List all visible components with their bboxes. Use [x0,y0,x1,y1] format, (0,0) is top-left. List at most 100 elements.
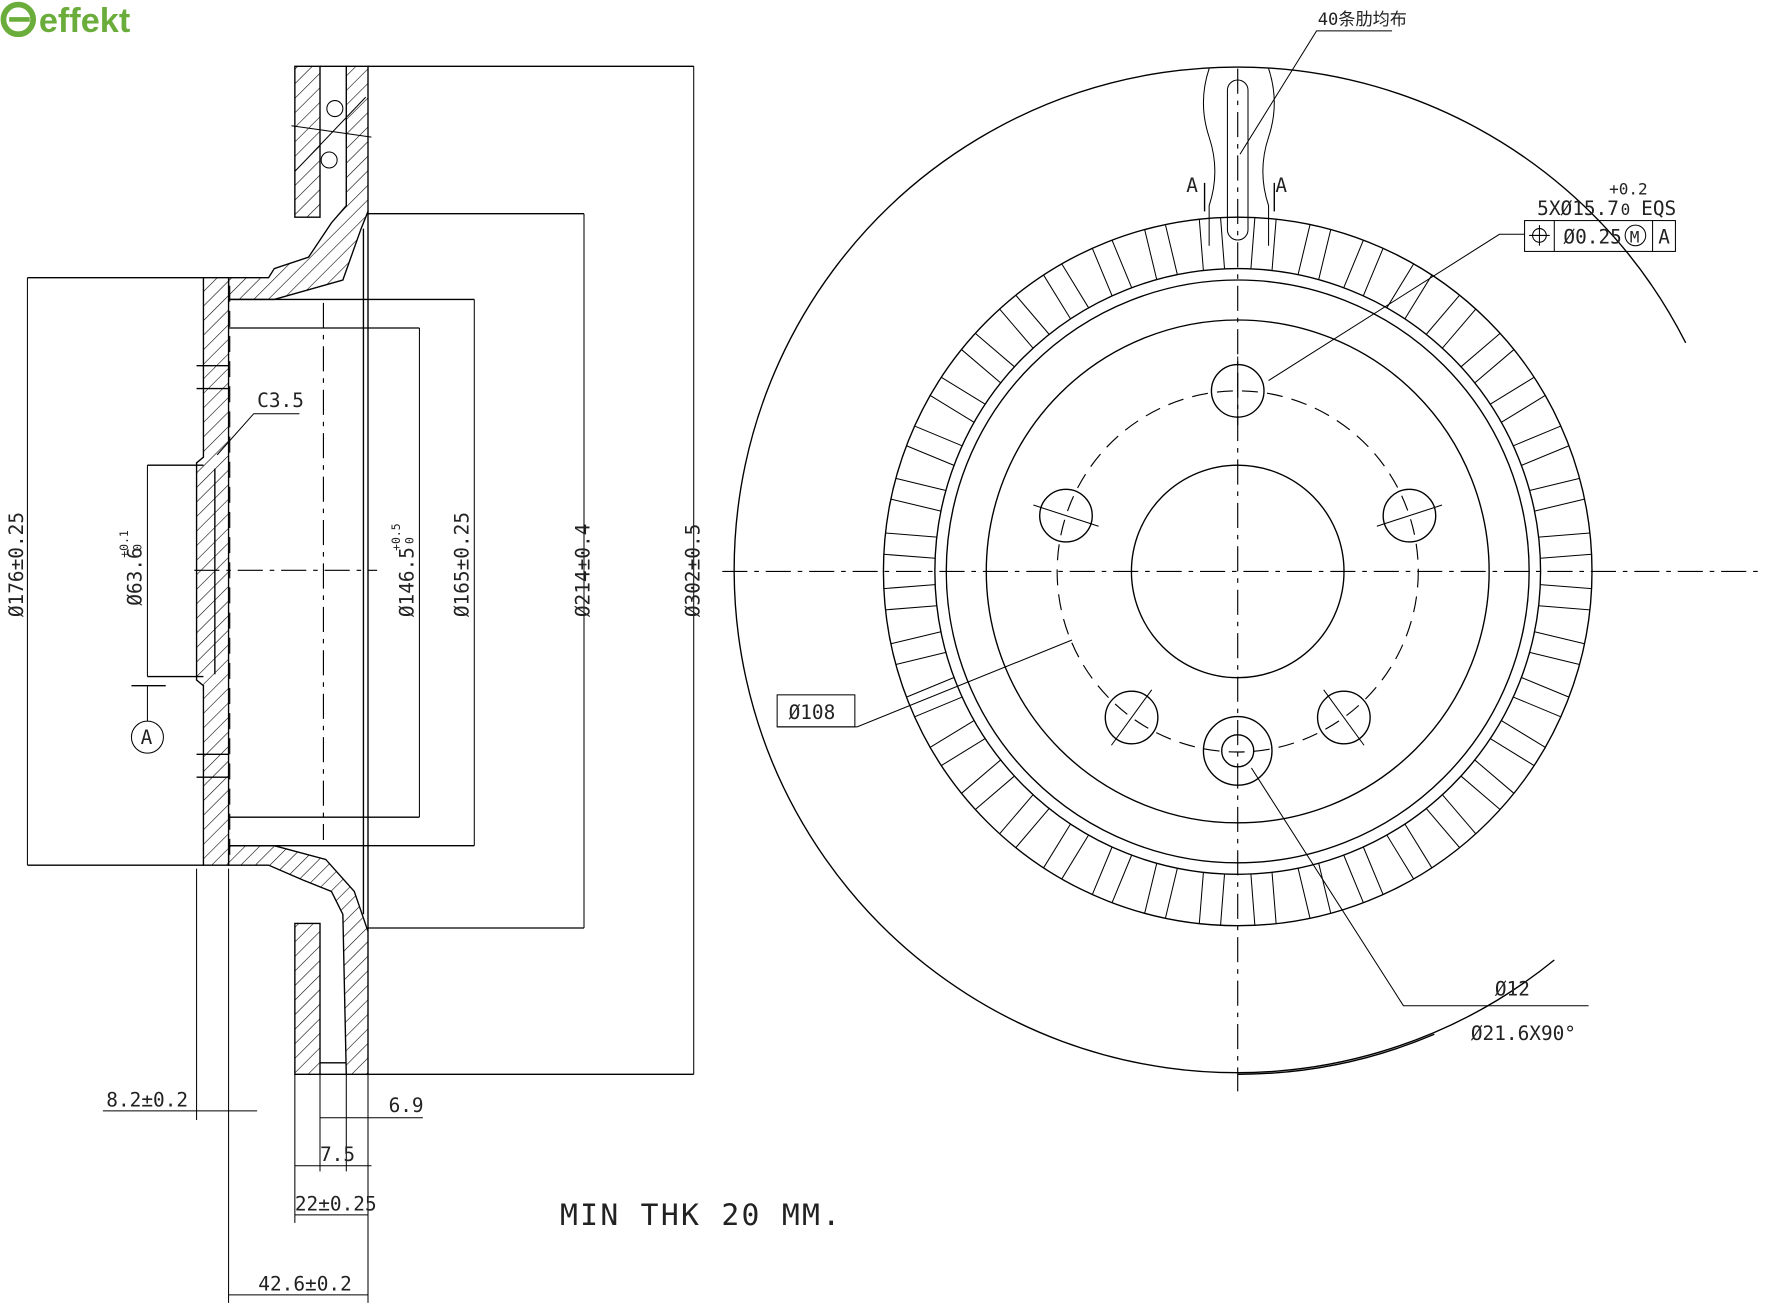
dim-d165: Ø165±0.25 [451,512,474,617]
rib-edge [1540,584,1592,590]
rib-edge [961,349,1002,384]
rib-note: 40条肋均布 [1318,10,1407,30]
dim-d63-tol-lower: 0 [131,544,145,551]
position-tolerance: Ø0.25 [1563,225,1621,248]
pin-hole-label: Ø12 [1495,977,1530,1000]
front-view: A A 40条肋均布 5XØ15.7 +0.2 0 EQS Ø0.25 M A [722,10,1758,1092]
rib-edge [1538,605,1590,611]
rib-edge [1460,332,1501,368]
mmc-label: M [1630,227,1640,246]
bolt-hole [1316,690,1371,745]
logo-text: effekt [39,2,130,40]
bolt-hole [1039,488,1093,543]
rib-edge [999,794,1034,835]
rib-edge [1513,696,1562,718]
feature-control-frame: Ø0.25 M A [1524,220,1676,252]
dim-total-height: 42.6±0.2 [258,1272,351,1295]
hole-tol-upper: +0.2 [1609,179,1648,198]
hub-wall [195,277,230,866]
bolt-hole [1382,488,1437,543]
rib-edge [1404,274,1433,320]
rib-edge [914,425,963,447]
rib-edge [1534,498,1585,512]
rib-edge [883,584,936,590]
rib-edge [1489,738,1535,766]
rib-edge [999,308,1034,349]
rib-edge [1513,425,1562,447]
dim-plate-outer: 6.9 [389,1094,424,1117]
rib-edge [1343,854,1364,903]
rib-edge [1250,873,1256,926]
rib-edge [1061,263,1090,309]
rib-edge [1404,823,1433,869]
dim-d146-tol-upper: +0.5 [389,523,403,550]
datum-a-symbol [130,720,164,754]
rib-edge [1425,808,1460,848]
bolt-hole [1104,690,1159,745]
rib-edge [906,445,955,466]
dim-d63: Ø63.6 [124,547,147,605]
section-view: Ø302±0.5 Ø214±0.4 Ø165±0.25 Ø146.5 +0.5 … [5,65,704,1303]
rib-edge [1362,846,1384,895]
section-mark-left: A [1186,174,1198,197]
cooling-ribs [883,217,1592,926]
rib-edge [883,553,936,559]
dim-d214: Ø214±0.4 [572,524,595,617]
dim-d146: Ø146.5 [396,547,419,617]
hole-eqs: EQS [1641,197,1676,220]
rib-edge [1441,308,1477,349]
rib-edge [1015,808,1050,848]
rib-edge [1061,834,1090,880]
dim-hub-thk: 8.2±0.2 [106,1088,188,1111]
rib-edge [1521,676,1570,698]
rib-edge [1198,219,1204,271]
rib-edge [1318,229,1332,280]
rib-edge [1250,217,1256,269]
rib-edge [890,631,942,645]
rib-edge [1460,775,1501,810]
effekt-logo: effekt [0,1,130,40]
rib-edge [1111,239,1133,288]
bolt-hole-centerline [1111,689,1153,746]
rib-edge [1521,445,1570,466]
dim-chamfer: C3.5 [257,389,304,412]
rib-edge [1386,834,1415,880]
rib-edge [1501,720,1546,748]
rib-edge [1362,248,1384,297]
bolt-hole-centerline [1323,689,1365,746]
rib-edge [885,605,937,611]
rib-edge [1220,217,1226,269]
rib-edge [1144,863,1158,914]
rib-edge [1198,872,1204,924]
rib-edge [1529,477,1580,491]
hole-tol-lower: 0 [1621,200,1631,219]
outer-edge [733,66,1687,1075]
rib-edge [1220,873,1226,926]
rib-edge [885,532,937,538]
rib-edge [1529,651,1580,665]
min-thickness-note: MIN THK 20 MM. [560,1198,842,1233]
rib-edge [1164,868,1178,919]
rib-edge [941,738,986,766]
hole-callout: 5XØ15.7 [1537,197,1619,220]
rib-edge [1501,395,1546,423]
dim-d63-tol-upper: +0.1 [117,530,131,558]
rib-edge [914,696,963,718]
dim-plate-inner: 7.5 [320,1143,355,1166]
datum-ref: A [1658,225,1670,248]
rib-edge [1271,872,1277,924]
rib-edge [1534,631,1585,645]
pin-chamfer-label: Ø21.6X90° [1471,1022,1576,1045]
rib-edge [1425,294,1460,335]
bolt-hole-centerline [1376,504,1443,527]
rib-edge [929,720,975,748]
rib-edge [961,759,1002,794]
rib-edge [975,775,1015,810]
dim-disc-thk: 22±0.25 [295,1192,377,1215]
rib-edge [941,376,986,405]
rib-edge [1474,759,1515,794]
rib-edge [1441,794,1477,835]
pcd-label: Ø108 [789,701,836,724]
rib-edge [1538,532,1590,538]
